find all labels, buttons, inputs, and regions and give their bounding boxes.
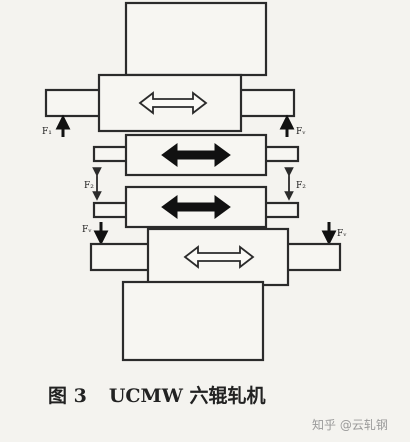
mid-right-force-label: F₂ — [296, 181, 306, 191]
lower-right-force-arrow-icon — [321, 222, 337, 246]
upper-backup-roll — [124, 1, 268, 77]
upper-right-bearing — [238, 88, 296, 118]
lower-work-right-bearing — [262, 201, 300, 219]
watermark: 知乎 @云轧钢 — [312, 418, 388, 432]
lower-work-shift-arrow-icon — [161, 195, 231, 219]
figure-number: 图 3 — [48, 385, 87, 407]
lower-work-left-bearing — [92, 201, 130, 219]
upper-work-left-bearing — [92, 145, 130, 163]
lower-right-bearing — [282, 242, 342, 272]
figure-caption: 图 3 UCMW 六辊轧机 — [48, 381, 266, 408]
upper-work-shift-arrow-icon — [161, 143, 231, 167]
lower-left-force-arrow-icon — [93, 222, 109, 246]
lower-left-force-label: Fᵥ — [82, 225, 92, 235]
figure-title: UCMW 六辊轧机 — [108, 385, 266, 407]
upper-left-bearing — [44, 88, 102, 118]
upper-shift-arrow-icon — [138, 91, 208, 115]
lower-left-bearing — [89, 242, 153, 272]
mid-left-force-label: F₂ — [84, 181, 94, 191]
upper-work-right-bearing — [262, 145, 300, 163]
upper-right-force-label: Fᵥ — [296, 127, 306, 137]
upper-left-force-arrow-icon — [55, 114, 71, 137]
lower-right-force-label: Fᵥ — [337, 229, 347, 239]
lower-backup-roll — [121, 280, 265, 362]
lower-shift-arrow-icon — [183, 245, 255, 269]
upper-left-force-label: F₁ — [42, 127, 52, 137]
upper-right-force-arrow-icon — [279, 114, 295, 137]
